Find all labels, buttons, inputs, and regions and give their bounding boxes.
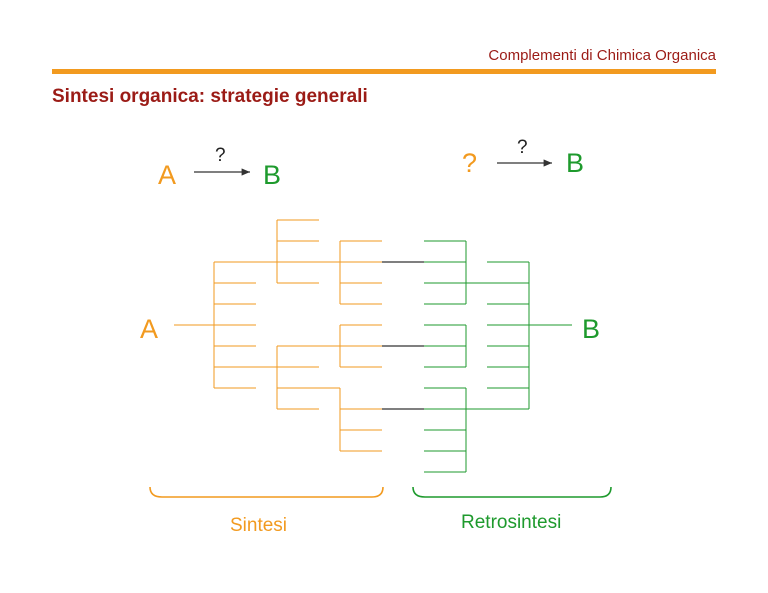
synthesis-tree [174, 219, 382, 452]
top-left-start: A [158, 160, 176, 190]
top-right-start: ? [462, 148, 477, 178]
top-left-question: ? [215, 145, 226, 166]
tree-start-label: A [140, 314, 158, 344]
header-rule [52, 69, 716, 74]
top-left-end: B [263, 160, 281, 190]
tree-end-label: B [582, 314, 600, 344]
retrosynthesis-tree [424, 240, 572, 473]
top-right-question: ? [517, 137, 528, 158]
tree-junctions [382, 261, 424, 410]
top-right-end: B [566, 148, 584, 178]
slide-title: Sintesi organica: strategie generali [52, 86, 368, 107]
curly-brace-icon [149, 486, 384, 498]
header-title: Complementi di Chimica Organica [488, 47, 716, 64]
synthesis-caption: Sintesi [230, 515, 287, 536]
curly-brace-icon [412, 486, 612, 498]
retrosynthesis-caption: Retrosintesi [461, 512, 561, 533]
